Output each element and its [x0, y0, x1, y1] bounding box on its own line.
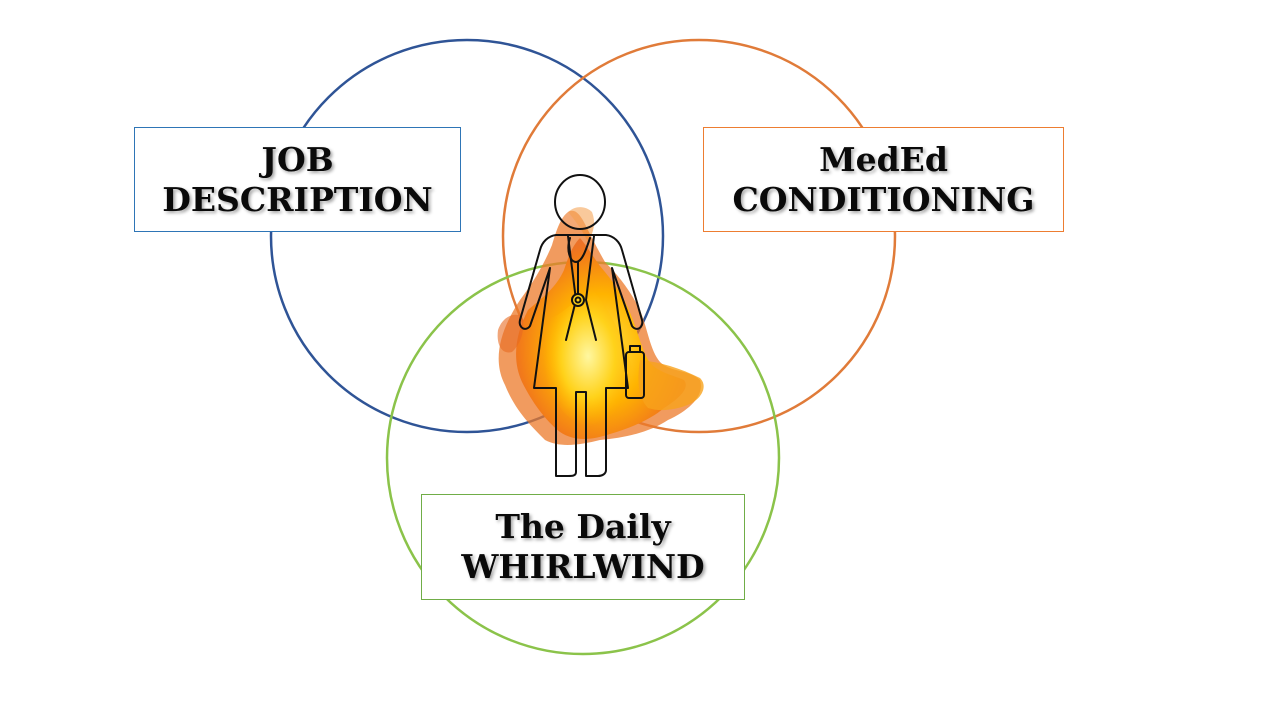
flames-illustration [497, 207, 704, 445]
label-meded-line2: CONDITIONING [732, 179, 1035, 219]
doctor-with-stethoscope-icon [518, 174, 645, 477]
label-daily-line1: The Daily [495, 507, 671, 547]
label-daily-line2: WHIRLWIND [461, 547, 705, 586]
circle-meded-conditioning [501, 38, 897, 434]
label-job-line2: DESCRIPTION [162, 179, 433, 219]
label-meded-conditioning: MedEd CONDITIONING [703, 127, 1064, 232]
label-meded-line1: MedEd [819, 139, 948, 179]
label-daily-whirlwind: The Daily WHIRLWIND [421, 494, 745, 600]
circle-job-description [269, 38, 665, 434]
label-job-description: JOB DESCRIPTION [134, 127, 461, 232]
label-job-line1: JOB [261, 139, 334, 179]
